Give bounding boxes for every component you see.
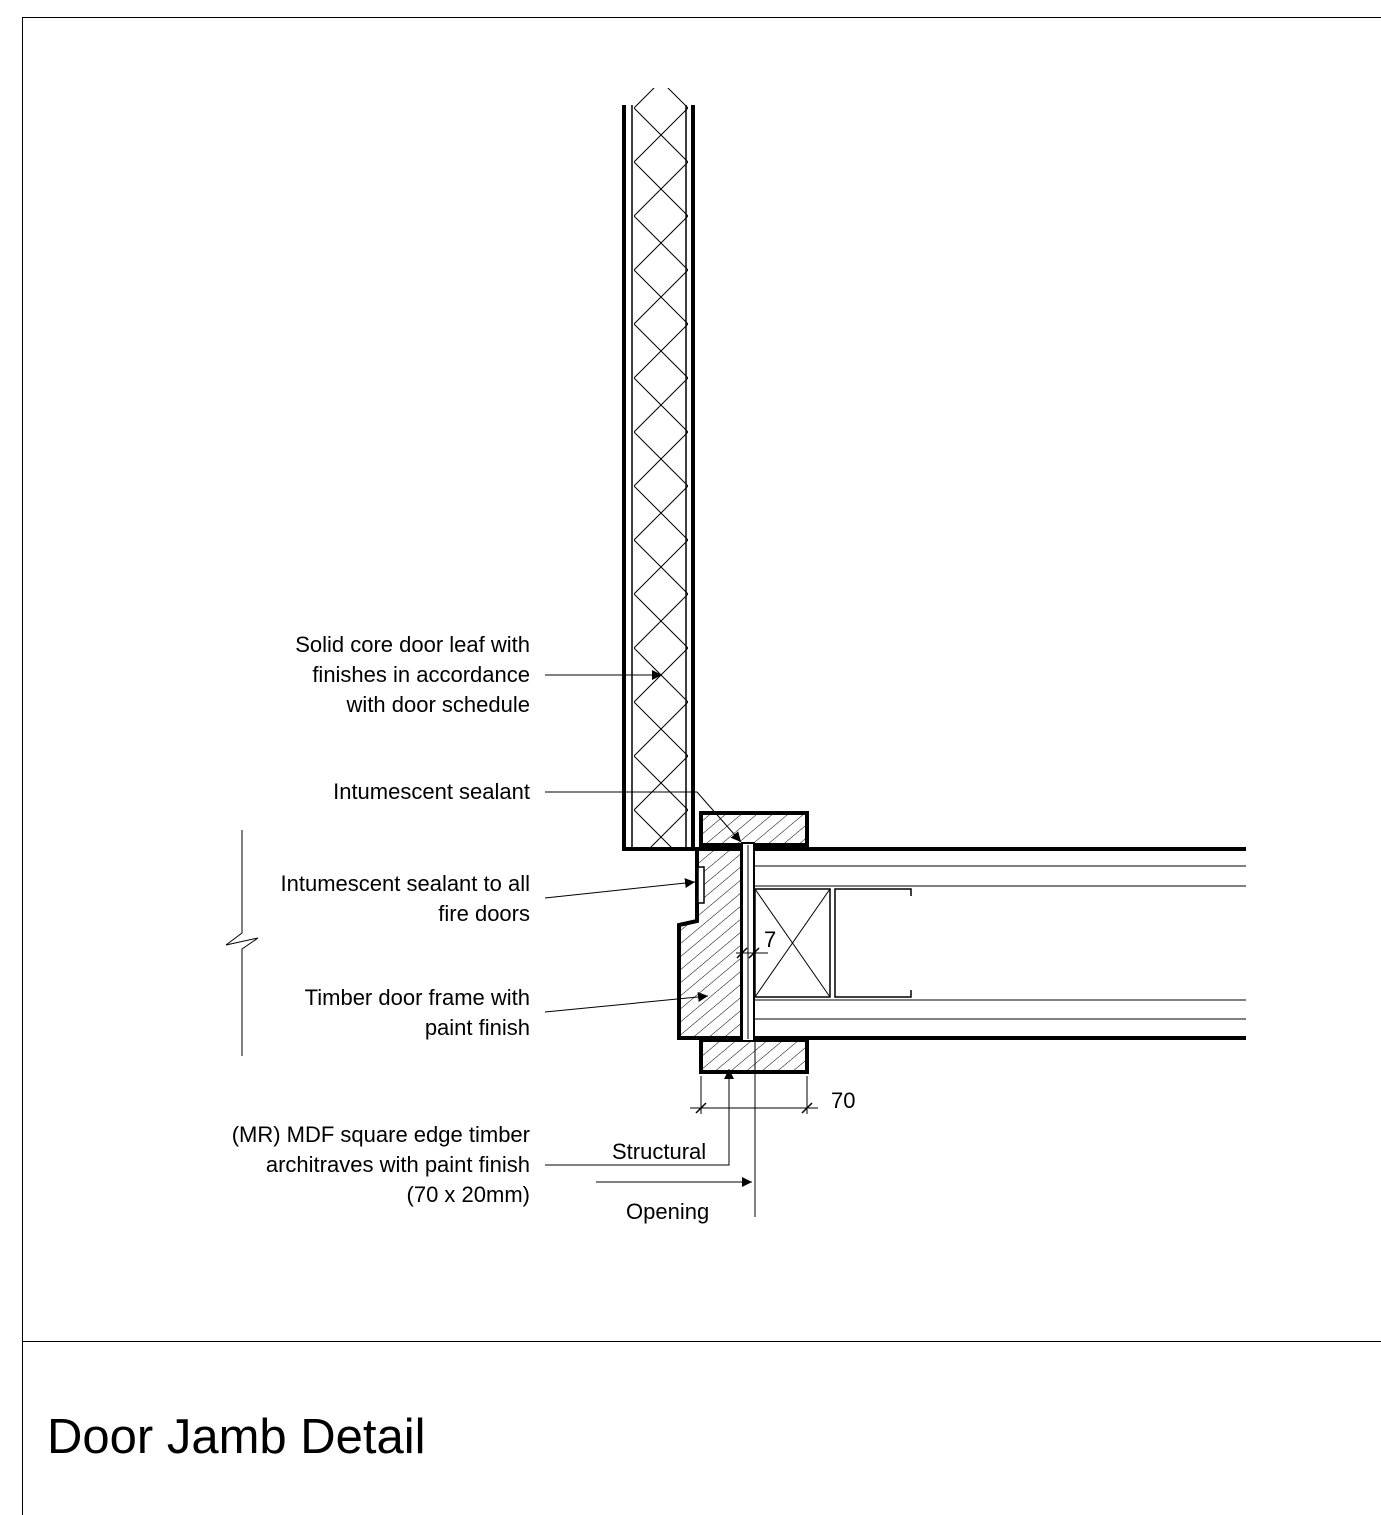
architrave-top [699,811,809,847]
title-block-divider [22,1341,1381,1342]
dimension-label-70: 70 [831,1088,856,1113]
label-door-leaf-line-3: with door schedule [346,692,530,717]
label-door-leaf-line-1: Solid core door leaf with [295,632,530,657]
label-timber-frame-line-1: Timber door frame with [304,985,530,1010]
leader-intumescent-fire-doors [544,878,696,899]
intumescent-strip [697,866,705,904]
dimension-70 [690,1076,818,1114]
label-structural: Structural [612,1139,707,1164]
architrave-bottom [699,1038,809,1074]
drawing-title: Door Jamb Detail [47,1410,426,1464]
label-architraves-line-1: (MR) MDF square edge timber [231,1122,530,1147]
door-leaf [622,88,695,851]
metal-channel [834,888,912,998]
label-timber-frame-line-2: paint finish [424,1015,530,1040]
sheet-border-left [22,17,23,1515]
label-door-leaf: Solid core door leaf with finishes in ac… [295,630,530,720]
wall-section [754,847,1246,1040]
label-opening: Opening [626,1199,710,1224]
leader-timber-frame [544,992,709,1013]
label-intumescent-fire-doors-line-2: fire doors [438,901,530,926]
sheet-border-top [22,17,1381,18]
label-architraves-line-3: (70 x 20mm) [406,1182,530,1207]
dimension-label-7: 7 [764,927,777,952]
leader-intumescent-sealant [545,791,742,843]
label-timber-frame: Timber door frame with paint finish [305,983,530,1043]
label-intumescent-sealant: Intumescent sealant [333,779,530,804]
label-intumescent-fire-doors-line-1: Intumescent sealant to all [280,871,530,896]
label-architraves-line-2: architraves with paint finish [265,1152,530,1177]
dimension-7 [736,947,768,959]
label-architraves: (MR) MDF square edge timber architraves … [232,1120,530,1210]
label-intumescent-fire-doors: Intumescent sealant to all fire doors [281,869,530,929]
break-line [225,830,259,1056]
timber-stud [754,888,831,998]
timber-door-frame [677,842,755,1042]
label-door-leaf-line-2: finishes in accordance [312,662,530,687]
